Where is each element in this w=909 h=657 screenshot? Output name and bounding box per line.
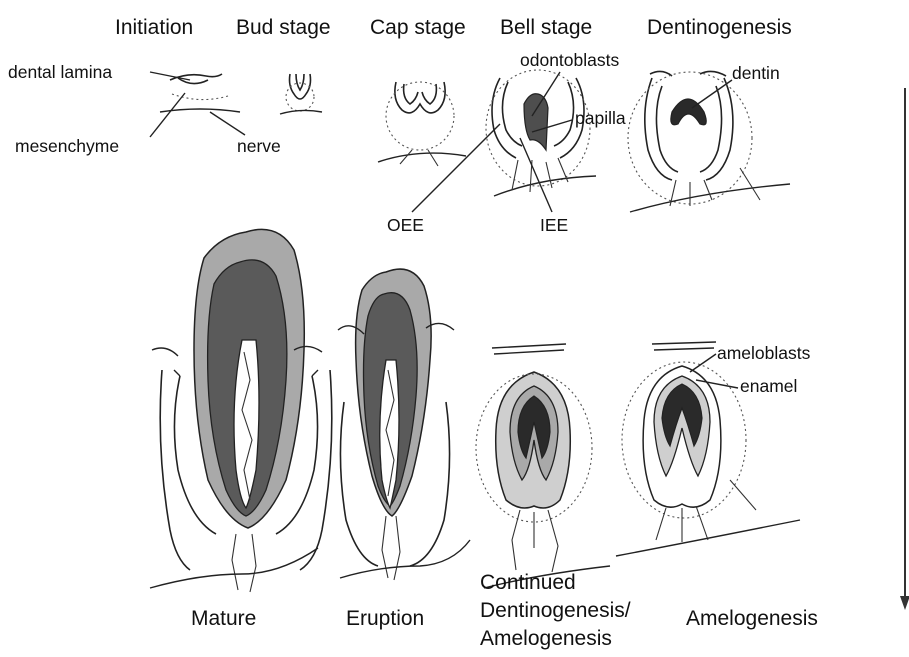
dentinogenesis-sketch: [628, 71, 790, 212]
initiation-sketch: [160, 74, 240, 112]
stage-title-amelogenesis: Amelogenesis: [686, 607, 818, 630]
stage-title-cap: Cap stage: [370, 16, 466, 39]
leader-dentin: [692, 80, 732, 108]
label-ameloblasts: ameloblasts: [717, 343, 811, 363]
eruption-tooth-sketch: [338, 269, 470, 580]
leader-mesenchyme: [150, 93, 185, 137]
stage-title-mature: Mature: [191, 607, 256, 630]
continued-dentinogenesis-sketch: [476, 344, 610, 588]
amelogenesis-sketch: [616, 342, 800, 556]
label-oee: OEE: [387, 215, 424, 235]
label-dentin: dentin: [732, 63, 780, 83]
mature-tooth-sketch: [150, 229, 332, 592]
progression-arrow: [900, 88, 909, 610]
label-iee: IEE: [540, 215, 568, 235]
stage-title-dentinogenesis: Dentinogenesis: [647, 16, 792, 39]
label-papilla: papilla: [575, 108, 626, 128]
stage-title-bell: Bell stage: [500, 16, 592, 39]
label-dental-lamina: dental lamina: [8, 62, 112, 82]
label-enamel: enamel: [740, 376, 797, 396]
stage-title-continued-line2: Dentinogenesis/: [480, 599, 631, 622]
cap-sketch: [378, 82, 466, 166]
label-nerve: nerve: [237, 136, 281, 156]
bud-sketch: [280, 74, 322, 114]
bell-sketch: [486, 70, 596, 196]
label-mesenchyme: mesenchyme: [15, 136, 119, 156]
stage-title-eruption: Eruption: [346, 607, 424, 630]
label-odontoblasts: odontoblasts: [520, 50, 619, 70]
stage-title-continued-line1: Continued: [480, 571, 576, 594]
stage-title-continued-line3: Amelogenesis: [480, 627, 612, 650]
leader-oee: [412, 124, 500, 212]
leader-iee: [520, 138, 552, 212]
stage-title-initiation: Initiation: [115, 16, 193, 39]
leader-nerve: [210, 112, 245, 135]
stage-title-bud: Bud stage: [236, 16, 331, 39]
